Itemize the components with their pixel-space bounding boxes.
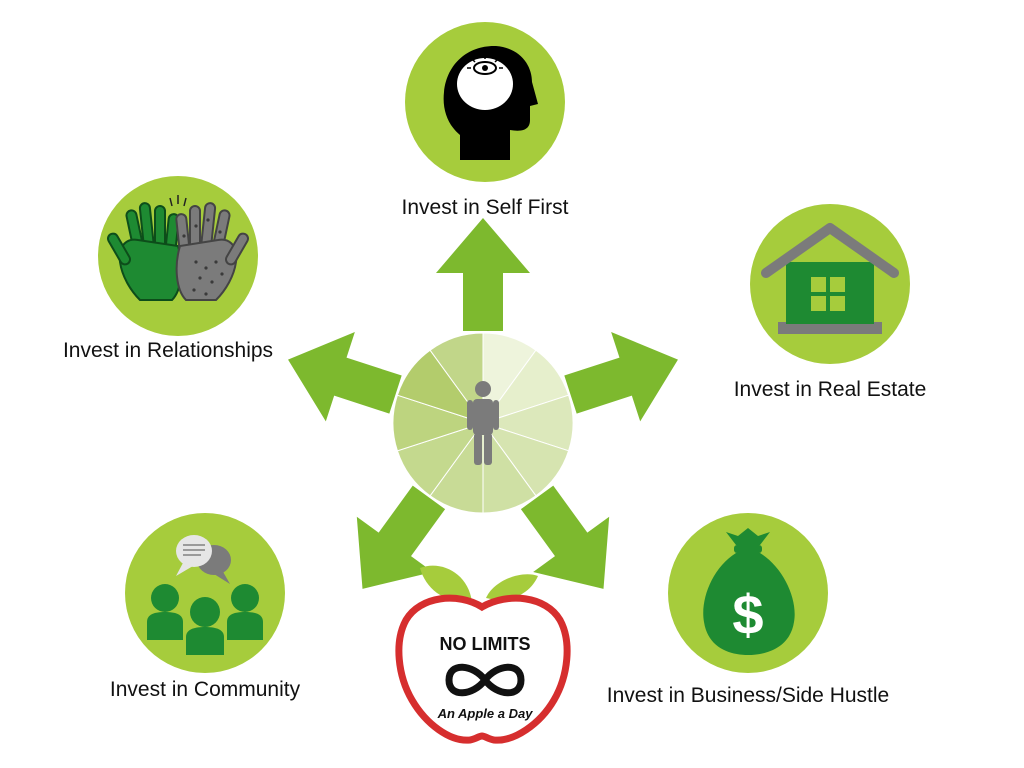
arrow xyxy=(564,331,678,422)
high-five-icon xyxy=(107,195,249,301)
node-business: $ Invest in Business/Side Hustle xyxy=(607,513,889,707)
apple-outline xyxy=(395,594,571,744)
arrow xyxy=(436,218,530,331)
node-label: Invest in Community xyxy=(110,678,301,701)
node-relationships: Invest in Relationships xyxy=(63,176,273,362)
no-limits-logo: NO LIMITS An Apple a Day xyxy=(395,565,571,744)
node-label: Invest in Business/Side Hustle xyxy=(607,684,889,707)
svg-text:$: $ xyxy=(732,583,763,646)
node-community: Invest in Community xyxy=(110,513,301,701)
arrow xyxy=(288,331,402,422)
arrow xyxy=(520,485,610,589)
arrow xyxy=(356,485,446,589)
node-self-first: Invest in Self First xyxy=(402,22,569,219)
money-bag-icon: $ xyxy=(703,528,795,655)
house-icon xyxy=(761,223,899,334)
infinity-icon xyxy=(445,663,525,697)
node-label: Invest in Self First xyxy=(402,196,569,219)
person-icon xyxy=(467,381,499,465)
logo-subtitle: An Apple a Day xyxy=(437,706,534,721)
leaf-right-icon xyxy=(486,574,538,600)
community-icon xyxy=(147,535,263,655)
node-label: Invest in Real Estate xyxy=(734,378,927,401)
leaf-left-icon xyxy=(420,565,472,603)
node-real-estate: Invest in Real Estate xyxy=(734,204,927,401)
node-label: Invest in Relationships xyxy=(63,339,273,362)
arrows xyxy=(288,218,678,589)
logo-title: NO LIMITS xyxy=(440,634,531,654)
head-eye-icon xyxy=(443,45,538,161)
